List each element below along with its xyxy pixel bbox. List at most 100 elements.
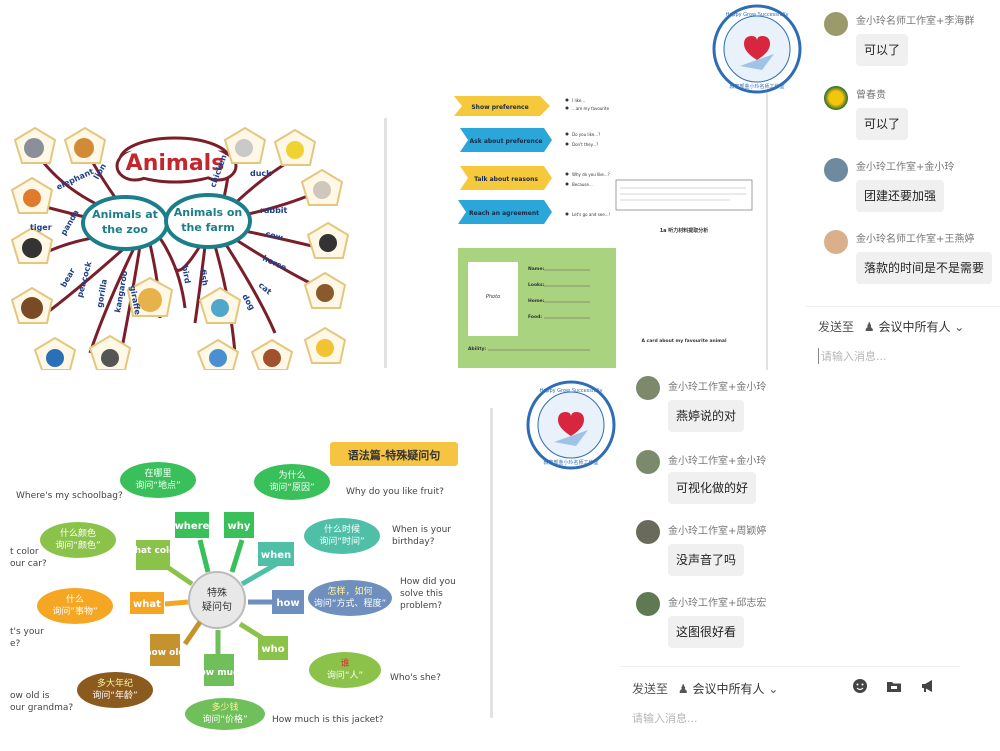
photo-label: Photo — [486, 294, 500, 300]
megaphone-icon[interactable] — [920, 678, 936, 694]
word-rabbit: rabbit — [260, 206, 288, 215]
bullet-1b: ...are my favourite — [572, 106, 610, 111]
farm-hub — [164, 193, 252, 249]
folder-icon[interactable] — [886, 678, 902, 694]
logo-arc-text: Happy Grow Successfully — [539, 388, 602, 394]
avatar — [636, 376, 660, 400]
example-how-1: How did you — [400, 577, 456, 587]
bullet-1a: I like... — [572, 98, 585, 103]
zoo-hub-line2: the zoo — [102, 223, 148, 236]
process-arrows — [454, 96, 552, 224]
divider — [490, 408, 493, 718]
center-line1: 特殊 — [207, 586, 227, 599]
tag-how-much: how much — [193, 668, 245, 678]
arrow-ask-preference: Ask about preference — [470, 138, 543, 145]
example-why: Why do you like fruit? — [346, 487, 444, 497]
example-where: Where's my schoolbag? — [16, 491, 123, 501]
cloud-price-1: 多少钱 — [211, 701, 238, 713]
bullet-2b: Don't they...? — [572, 142, 598, 147]
chat-panel-bottom: 金小玲工作室+金小玲 燕婷说的对 金小玲工作室+金小玲 可视化做的好 金小玲工作… — [620, 376, 960, 748]
cloud-what-1: 什么 — [66, 593, 84, 605]
cloud-where-2: 询问“地点” — [135, 479, 180, 491]
sender-name: 金小玲工作室+金小玲 — [668, 456, 767, 467]
tag-who: who — [261, 644, 284, 655]
bullet-3a: Why do you like...? — [572, 172, 610, 177]
word-bird: bird — [180, 265, 192, 285]
send-to-selector[interactable]: 发送至 ♟ 会议中所有人 ⌄ — [632, 680, 778, 697]
person-icon: ♟ — [863, 320, 875, 334]
message-input[interactable]: 请输入消息... — [818, 348, 887, 364]
field-ability: Ability: — [468, 346, 486, 352]
word-tiger: tiger — [30, 223, 52, 232]
tag-where: where — [175, 521, 210, 532]
cloud-who-1: 谁 — [340, 658, 349, 669]
send-to-selector[interactable]: 发送至 ♟ 会议中所有人 ⌄ — [818, 318, 964, 335]
cloud-when-2: 询问“时间” — [319, 535, 364, 547]
avatar — [824, 12, 848, 36]
center-node — [188, 571, 246, 629]
word-cat: cat — [257, 281, 274, 297]
cloud-age-2: 询问“年龄” — [92, 689, 137, 701]
worksheet-document: Show preference Ask about preference Tal… — [440, 92, 760, 370]
emoji-icon[interactable] — [852, 678, 868, 694]
cloud-how-2: 询问“方式、程度” — [314, 597, 386, 609]
example-when-2: birthday? — [392, 537, 435, 547]
example-color-1: t color — [10, 547, 39, 557]
transcript-box — [615, 179, 753, 211]
arrow-talk-reasons: Talk about reasons — [474, 176, 538, 183]
message-bubble: 燕婷说的对 — [668, 400, 745, 432]
word-peacock: peacock — [75, 260, 93, 299]
banner-text: 语法篇-特殊疑问句 — [348, 448, 441, 462]
tag-how: how — [276, 598, 299, 609]
message-bubble: 可以了 — [856, 34, 909, 66]
chevron-down-icon: ⌄ — [768, 682, 779, 696]
send-target: 会议中所有人 — [692, 682, 765, 696]
avatar — [636, 520, 660, 544]
avatar — [636, 450, 660, 474]
slide-title: Animals — [126, 151, 225, 176]
animals-mindmap-slide: Animals Animals at the zoo Animals on th… — [10, 118, 378, 371]
message-input[interactable]: 请输入消息... — [632, 712, 698, 725]
field-home: Home: — [528, 298, 545, 304]
avatar — [824, 230, 848, 254]
example-age-1: ow old is — [10, 691, 50, 701]
send-to-label: 发送至 — [818, 320, 855, 334]
word-gorilla: gorilla — [95, 278, 109, 308]
word-bear: bear — [59, 267, 77, 289]
studio-logo: 教育部金小玲名师工作室 Happy Grow Successfully — [526, 380, 616, 470]
tag-how-old: how old — [145, 648, 185, 658]
cloud-who-2: 询问“人” — [327, 669, 363, 681]
sender-name: 金小玲工作室+金小玲 — [856, 162, 955, 173]
send-target: 会议中所有人 — [878, 320, 951, 334]
avatar — [636, 592, 660, 616]
example-age-2: our grandma? — [10, 703, 73, 713]
message-bubble: 可视化做的好 — [668, 472, 757, 504]
farm-hub-line2: the farm — [181, 221, 234, 234]
example-how-3: problem? — [400, 601, 442, 611]
message-bubble: 可以了 — [856, 108, 909, 140]
avatar — [824, 86, 848, 110]
banner — [330, 442, 458, 466]
divider-line — [620, 666, 960, 667]
word-fish: fish — [198, 269, 210, 287]
sender-name: 金小玲工作室+周颖婷 — [668, 526, 767, 537]
farm-hub-line1: Animals on — [174, 206, 243, 219]
bullet-2a: Do you like...? — [572, 132, 600, 137]
cloud-age-1: 多大年纪 — [97, 677, 133, 689]
example-color-2: our car? — [10, 559, 47, 569]
animal-pictures — [21, 138, 337, 367]
example-who: Who's she? — [390, 673, 441, 683]
tag-what-color: what color — [126, 546, 180, 556]
cloud-price-2: 询问“价格” — [202, 713, 247, 725]
arrow-reach-agreement: Reach an agreement — [469, 210, 539, 217]
cloud-color-1: 什么颜色 — [60, 527, 96, 539]
divider — [766, 92, 768, 370]
sender-name: 曾春贵 — [856, 90, 886, 101]
message-bubble: 团建还要加强 — [856, 180, 945, 212]
sender-name: 金小玲工作室+金小玲 — [668, 382, 767, 393]
cloud-what-2: 询问“事物” — [52, 605, 97, 617]
example-how-much: How much is this jacket? — [272, 715, 384, 725]
field-looks: Looks: — [528, 282, 545, 288]
logo-arc-text: Happy Grow Successfully — [725, 12, 788, 18]
field-name: Name: — [528, 266, 545, 272]
